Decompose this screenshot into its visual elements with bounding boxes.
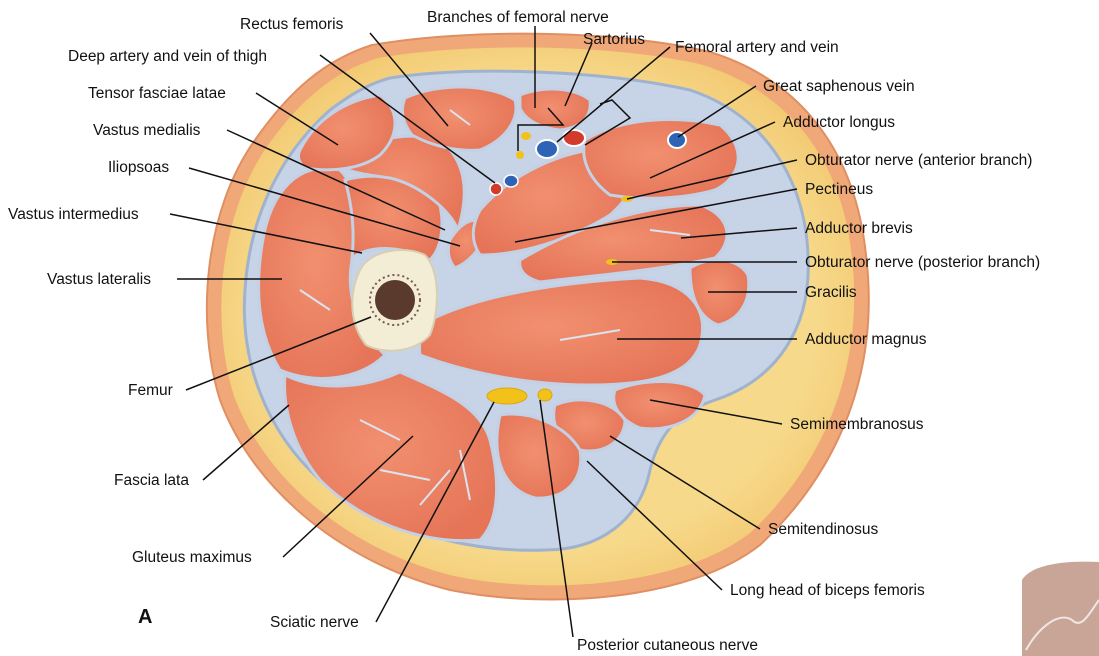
label-obturator-nerve-posterior: Obturator nerve (posterior branch) <box>805 254 1040 271</box>
femur-marrow <box>375 280 415 320</box>
label-great-saphenous-vein: Great saphenous vein <box>763 78 915 95</box>
figure-letter: A <box>138 606 152 628</box>
label-vastus-medialis: Vastus medialis <box>93 122 201 139</box>
label-long-head-biceps-femoris: Long head of biceps femoris <box>730 582 925 599</box>
label-obturator-nerve-anterior: Obturator nerve (anterior branch) <box>805 152 1032 169</box>
femoral-vein <box>536 140 558 158</box>
thumbnail-leg-image <box>1022 562 1099 656</box>
sciatic-nerve <box>487 388 527 404</box>
label-adductor-magnus: Adductor magnus <box>805 331 927 348</box>
deep-vein-thigh <box>504 175 518 187</box>
label-semimembranosus: Semimembranosus <box>790 416 924 433</box>
label-semitendinosus: Semitendinosus <box>768 521 879 538</box>
femoral-nerve-branch-2 <box>516 151 524 159</box>
label-femur: Femur <box>128 382 173 399</box>
orientation-thumbnail <box>1022 562 1099 656</box>
label-sartorius: Sartorius <box>583 31 645 48</box>
label-deep-artery-vein-thigh: Deep artery and vein of thigh <box>68 48 267 65</box>
label-adductor-brevis: Adductor brevis <box>805 220 913 237</box>
label-vastus-lateralis: Vastus lateralis <box>47 271 151 288</box>
label-gracilis: Gracilis <box>805 284 857 301</box>
label-vastus-intermedius: Vastus intermedius <box>8 206 139 223</box>
posterior-cutaneous-nerve <box>538 389 552 401</box>
label-pectineus: Pectineus <box>805 181 873 198</box>
label-fascia-lata: Fascia lata <box>114 472 189 489</box>
femoral-nerve-branch <box>521 132 531 140</box>
label-tensor-fasciae-latae: Tensor fasciae latae <box>88 85 226 102</box>
label-femoral-artery-vein: Femoral artery and vein <box>675 39 839 56</box>
femoral-artery <box>563 130 585 146</box>
label-rectus-femoris: Rectus femoris <box>240 16 344 33</box>
label-posterior-cutaneous-nerve: Posterior cutaneous nerve <box>577 637 758 654</box>
label-iliopsoas: Iliopsoas <box>108 159 169 176</box>
label-branches-femoral-nerve: Branches of femoral nerve <box>427 9 609 26</box>
label-gluteus-maximus: Gluteus maximus <box>132 549 252 566</box>
label-sciatic-nerve: Sciatic nerve <box>270 614 359 631</box>
deep-artery-thigh <box>490 183 502 195</box>
label-adductor-longus: Adductor longus <box>783 114 895 131</box>
